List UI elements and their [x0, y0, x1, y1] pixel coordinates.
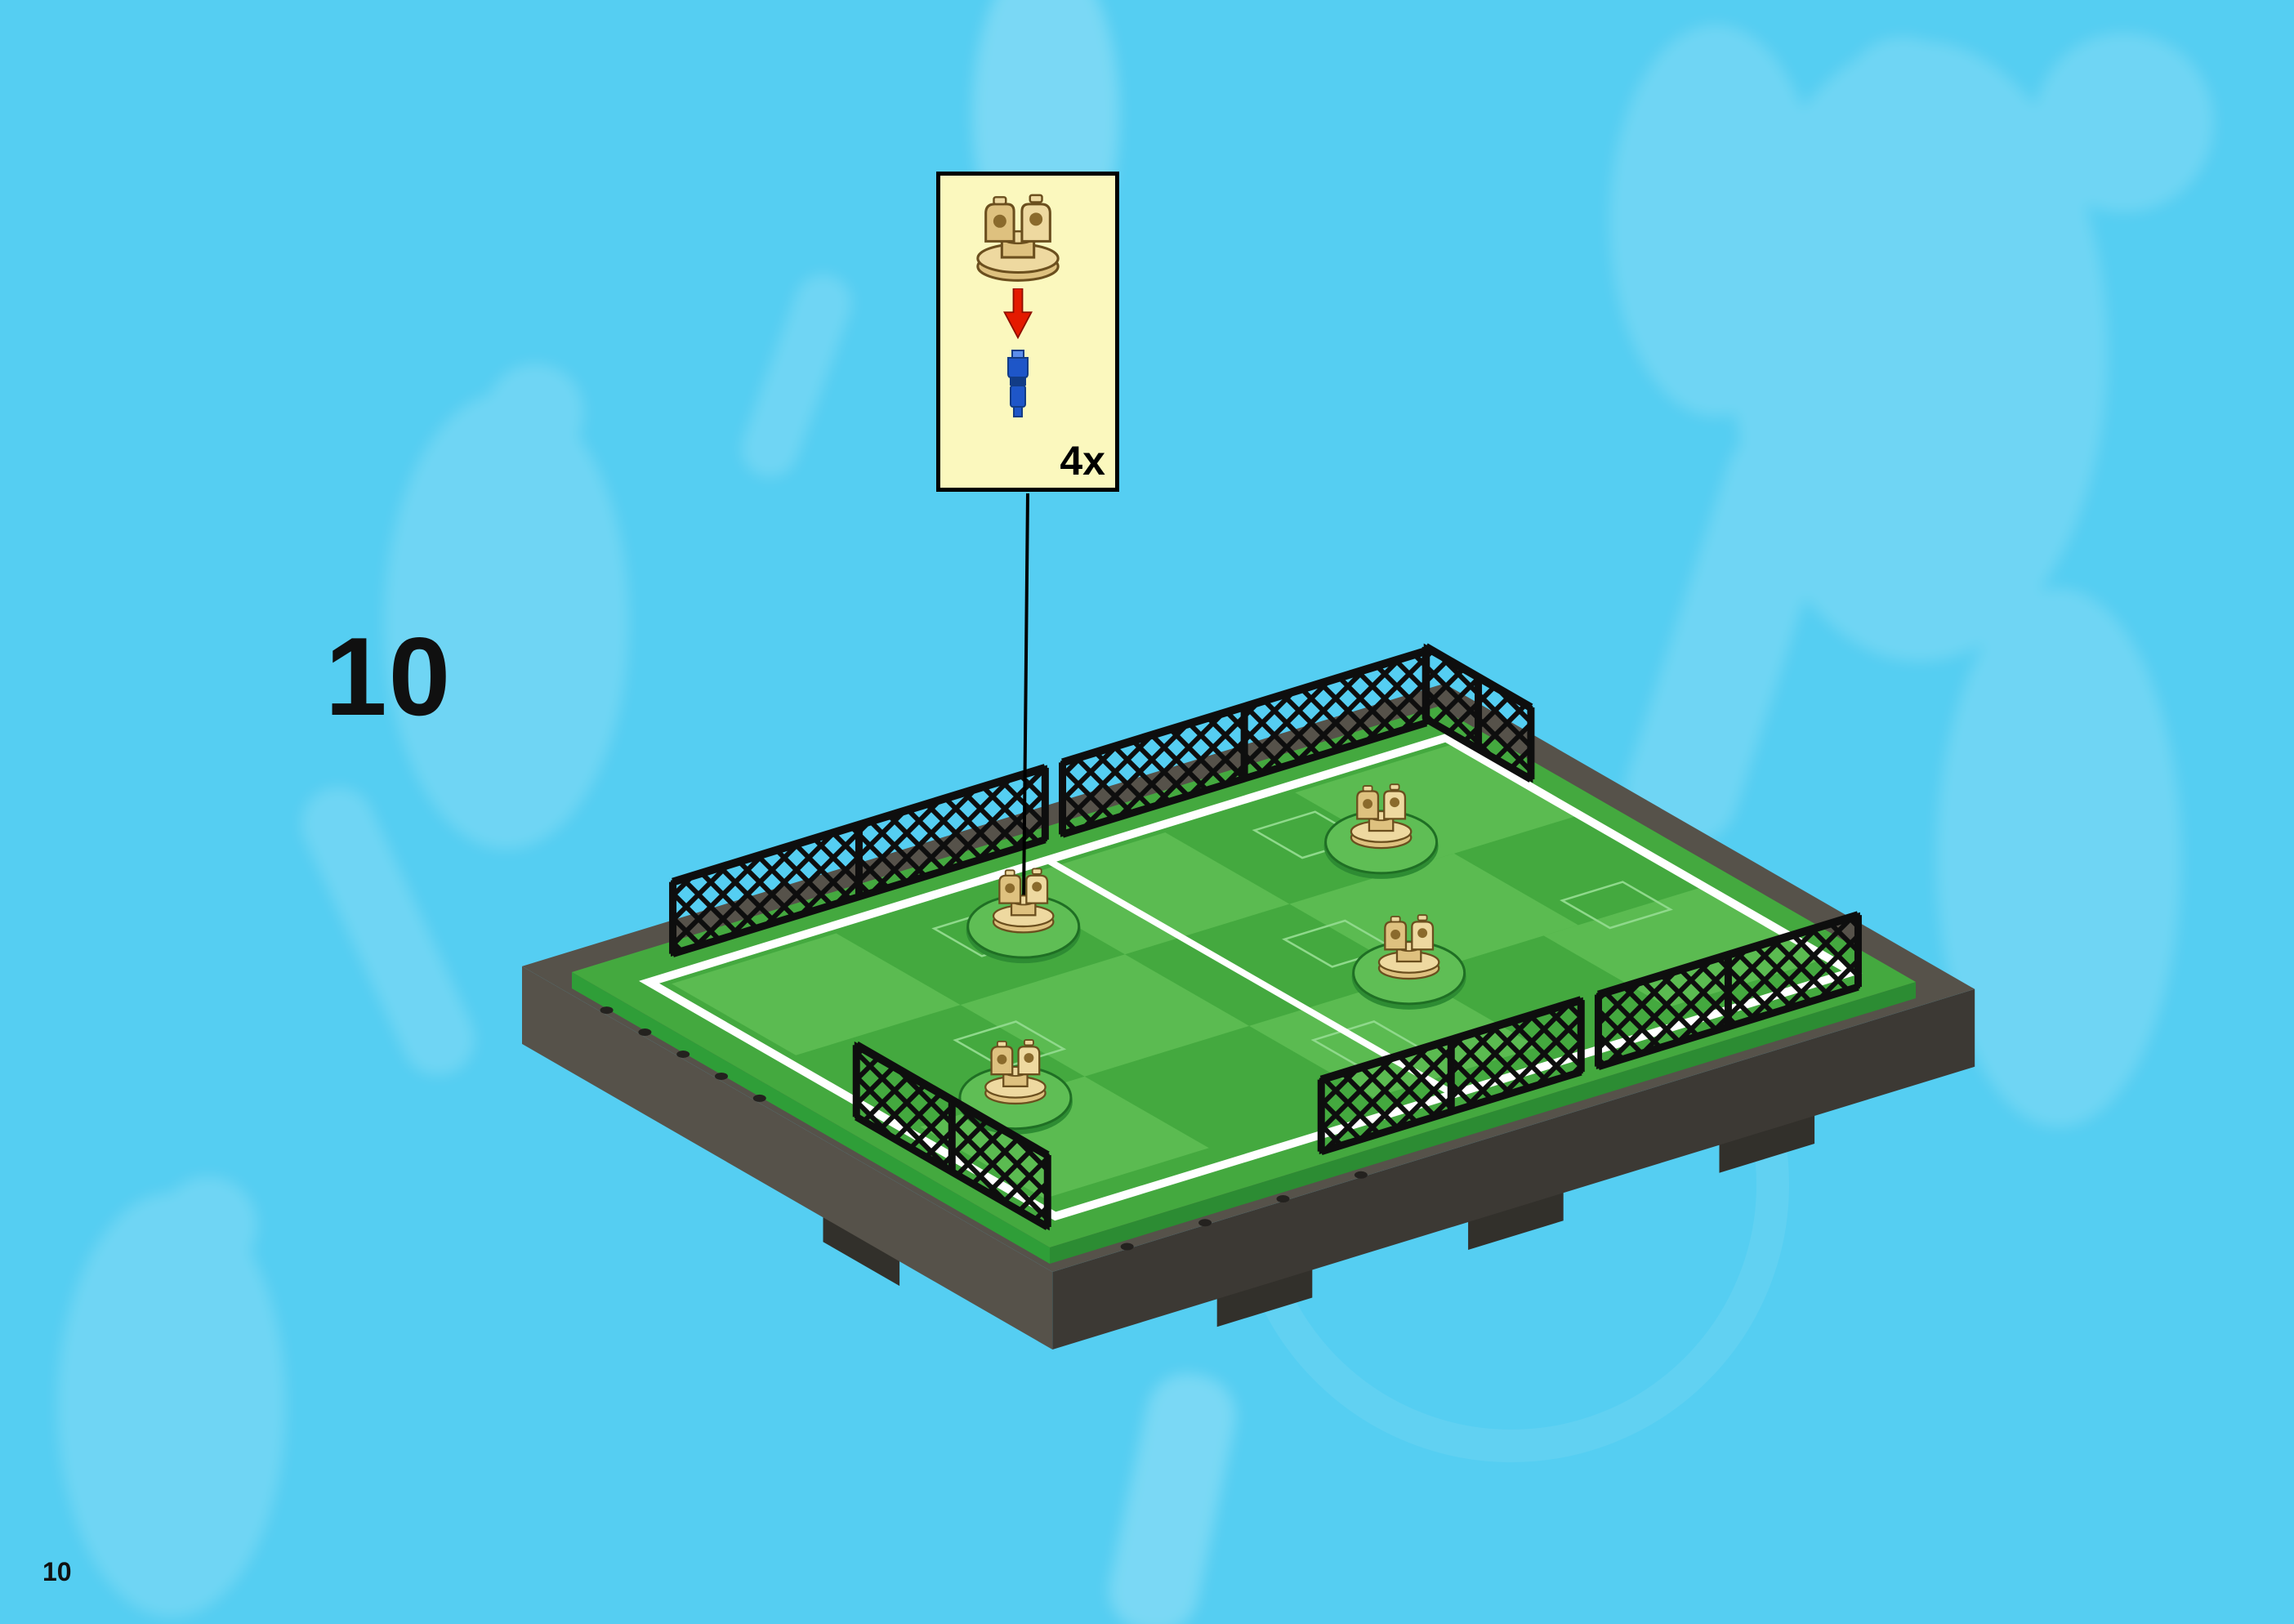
base-foot: [1468, 1188, 1564, 1250]
base-foot: [1216, 1265, 1313, 1327]
base-foot: [823, 1212, 900, 1287]
fence-panel: [1317, 996, 1585, 1155]
field-tile-outline: [953, 1020, 1067, 1069]
rim-stud: [638, 1028, 652, 1037]
rim-stud: [752, 1094, 766, 1102]
fence-panel: [1594, 911, 1862, 1070]
field-tile: [672, 933, 961, 1055]
step-number: 10: [325, 614, 453, 738]
fence-panel: [669, 764, 1049, 957]
callout-parts-column: [957, 187, 1079, 427]
rim-stud: [1354, 1171, 1368, 1179]
field-tile: [1289, 853, 1578, 976]
field-bevel: [1050, 982, 1916, 1264]
model-base-left-face: [522, 966, 1053, 1350]
blue-pin-piece-icon: [1007, 350, 1029, 417]
rim-stud: [676, 1050, 690, 1058]
fence-panel: [852, 1041, 1051, 1231]
rim-stud: [1276, 1195, 1290, 1203]
basketball-watermark-icon: [2034, 33, 2214, 212]
rim-stud: [1198, 1219, 1212, 1227]
field-tile-outline: [1560, 881, 1673, 930]
fence-panel: [1059, 647, 1430, 838]
halfway-line: [1046, 857, 1456, 1097]
model-base-right-face: [1052, 988, 1975, 1350]
callout-leader-line: [1021, 493, 1029, 927]
page-number: 10: [42, 1557, 72, 1586]
tan-stand-piece-icon: [957, 187, 1079, 283]
fence-panel: [1421, 643, 1535, 783]
field-bevel: [572, 972, 1050, 1264]
rim-stud: [600, 1006, 614, 1015]
base-foot: [1719, 1111, 1815, 1173]
parts-callout-box: 4x: [936, 172, 1119, 492]
rim-stud: [1120, 1243, 1134, 1251]
player-watermark-icon: [384, 392, 629, 850]
down-arrow-icon: [1003, 288, 1033, 340]
rim-stud: [715, 1072, 728, 1080]
quantity-label: 4x: [1060, 438, 1105, 484]
